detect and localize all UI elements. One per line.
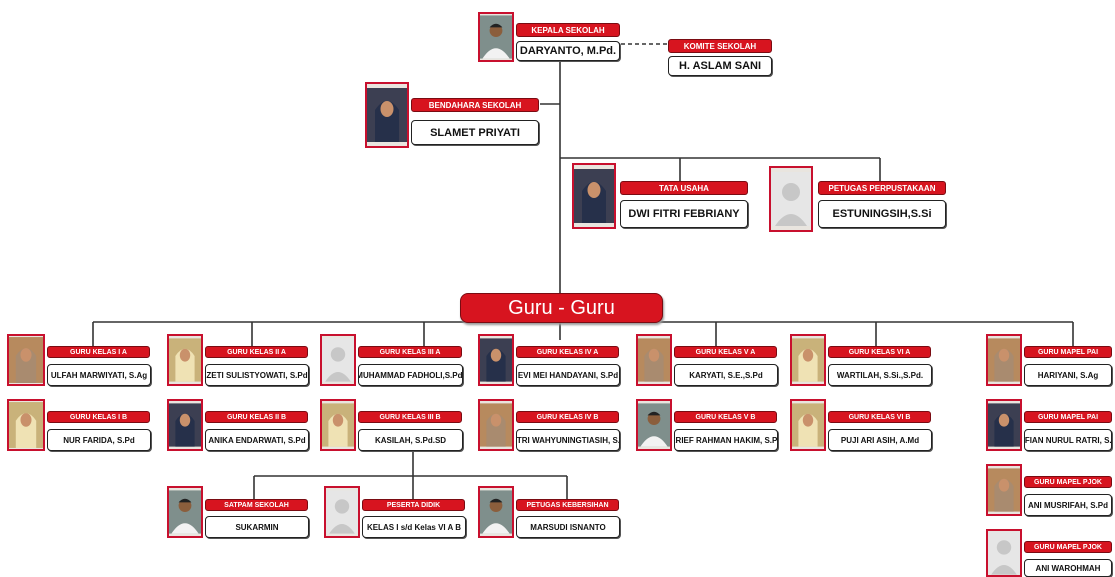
person-photo — [7, 334, 45, 386]
person-name: PUJI ARI ASIH, A.Md — [828, 429, 932, 451]
person-name: SLAMET PRIYATI — [411, 120, 539, 145]
person-photo — [986, 334, 1022, 386]
person-name: MARSUDI ISNANTO — [516, 516, 620, 538]
role-title: KOMITE SEKOLAH — [668, 39, 772, 53]
person-name: ALFIAN NURUL RATRI, S.Pd — [1024, 429, 1112, 451]
person-name: WARTILAH, S.Si.,S.Pd. — [828, 364, 932, 386]
role-title: GURU KELAS IV B — [516, 411, 619, 423]
role-title: GURU KELAS VI A — [828, 346, 931, 358]
person-photo — [478, 399, 514, 451]
person-name: ULFAH MARWIYATI, S.Ag — [47, 364, 151, 386]
person-name: DARYANTO, M.Pd. — [516, 41, 620, 61]
person-photo — [365, 82, 409, 148]
person-photo — [320, 399, 356, 451]
person-name: ANI MUSRIFAH, S.Pd — [1024, 494, 1112, 516]
person-name: KARYATI, S.E.,S.Pd — [674, 364, 778, 386]
person-name: ESTUNINGSIH,S.Si — [818, 200, 946, 228]
person-name: ARIEF RAHMAN HAKIM, S.Pd — [674, 429, 778, 451]
person-photo — [986, 399, 1022, 451]
person-photo — [790, 399, 826, 451]
person-photo — [636, 334, 672, 386]
role-title: PESERTA DIDIK — [362, 499, 465, 511]
role-title: GURU KELAS V A — [674, 346, 777, 358]
role-title: BENDAHARA SEKOLAH — [411, 98, 539, 112]
person-name: DWI FITRI FEBRIANY — [620, 200, 748, 228]
person-photo — [572, 163, 616, 229]
person-name: MUHAMMAD FADHOLI,S.Pd. — [358, 364, 463, 386]
role-title: GURU KELAS VI B — [828, 411, 931, 423]
person-photo — [769, 166, 813, 232]
person-name: SUKARMIN — [205, 516, 309, 538]
role-title: GURU KELAS I A — [47, 346, 150, 358]
role-title: GURU MAPEL PAI — [1024, 346, 1112, 358]
person-photo — [167, 399, 203, 451]
role-title: GURU MAPEL PAI — [1024, 411, 1112, 423]
person-photo — [478, 334, 514, 386]
person-photo — [986, 464, 1022, 516]
role-title: GURU KELAS II A — [205, 346, 308, 358]
person-name: ANIKA ENDARWATI, S.Pd — [205, 429, 309, 451]
role-title: TATA USAHA — [620, 181, 748, 195]
role-title: GURU KELAS II B — [205, 411, 308, 423]
person-photo — [320, 334, 356, 386]
person-name: NUR FARIDA, S.Pd — [47, 429, 151, 451]
person-photo — [790, 334, 826, 386]
person-name: H. ASLAM SANI — [668, 56, 772, 76]
role-title: GURU KELAS III A — [358, 346, 462, 358]
role-title: GURU KELAS III B — [358, 411, 462, 423]
person-photo — [986, 529, 1022, 577]
person-name: HARIYANI, S.Ag — [1024, 364, 1112, 386]
guru-banner: Guru - Guru — [460, 293, 663, 323]
role-title: KEPALA SEKOLAH — [516, 23, 620, 37]
role-title: GURU KELAS I B — [47, 411, 150, 423]
role-title: GURU KELAS IV A — [516, 346, 619, 358]
person-name: ANI WAROHMAH — [1024, 559, 1112, 577]
role-title: SATPAM SEKOLAH — [205, 499, 308, 511]
person-name: KASILAH, S.Pd.SD — [358, 429, 463, 451]
person-photo — [478, 12, 514, 62]
role-title: PETUGAS PERPUSTAKAAN — [818, 181, 946, 195]
person-name: ZETI SULISTYOWATI, S.Pd — [205, 364, 309, 386]
person-name: KELAS I s/d Kelas VI A B — [362, 516, 466, 538]
role-title: GURU MAPEL PJOK — [1024, 476, 1112, 488]
person-name: ASTRI WAHYUNINGTIASIH, S.Pd — [516, 429, 620, 451]
role-title: PETUGAS KEBERSIHAN — [516, 499, 619, 511]
person-photo — [167, 334, 203, 386]
person-photo — [324, 486, 360, 538]
role-title: GURU KELAS V B — [674, 411, 777, 423]
person-photo — [636, 399, 672, 451]
person-photo — [167, 486, 203, 538]
role-title: GURU MAPEL PJOK — [1024, 541, 1112, 553]
person-photo — [478, 486, 514, 538]
person-photo — [7, 399, 45, 451]
person-name: EVI MEI HANDAYANI, S.Pd — [516, 364, 620, 386]
